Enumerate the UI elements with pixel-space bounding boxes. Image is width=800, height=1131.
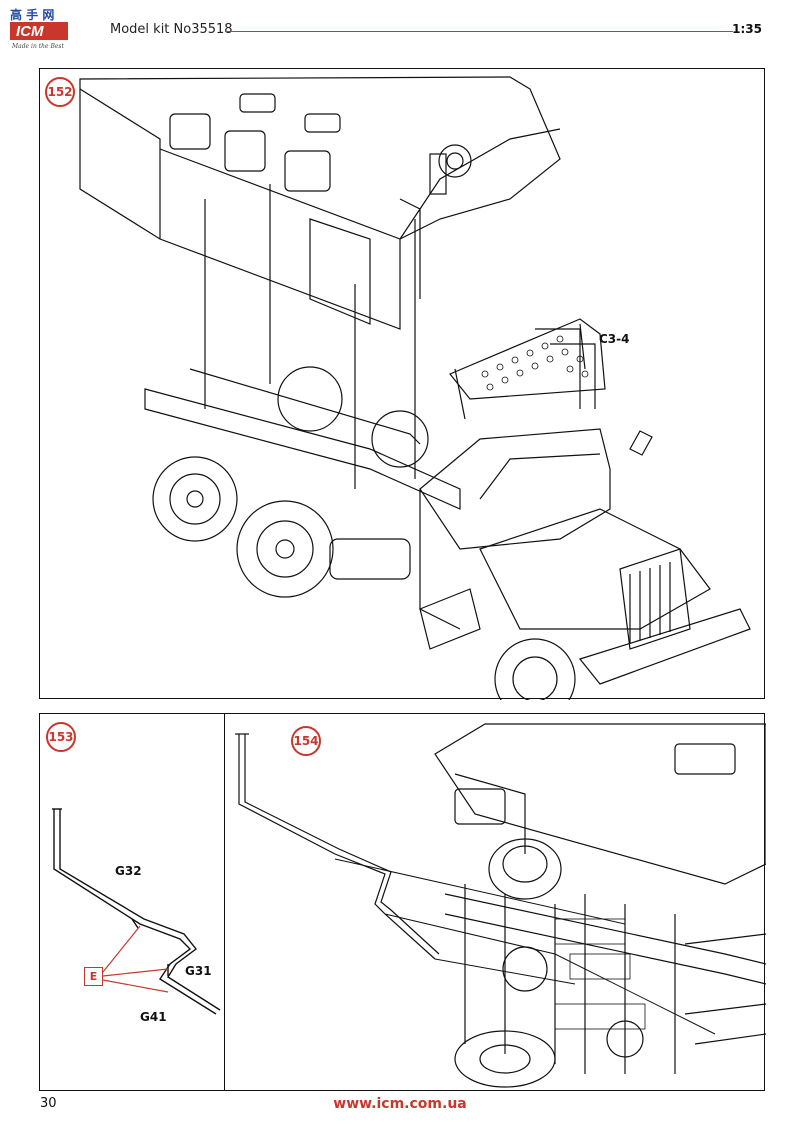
icm-logo: ICM 高 手 网 Made in the Best — [6, 6, 98, 50]
page-number: 30 — [40, 1096, 57, 1111]
part-label-g32: G32 — [115, 864, 142, 878]
scale-label: 1:35 — [732, 22, 762, 36]
header-rule — [225, 31, 733, 32]
step-153-illustration — [52, 808, 221, 1015]
glue-tag-leaders — [102, 925, 169, 993]
step-154-panel: 154 — [224, 713, 766, 1091]
svg-text:高 手 网: 高 手 网 — [10, 7, 54, 22]
step-152-illustration — [79, 76, 751, 700]
part-label-g41: G41 — [140, 1010, 167, 1024]
kit-number: Model kit No35518 — [110, 22, 233, 37]
part-label-g31: G31 — [185, 964, 212, 978]
step-154-illustration — [235, 723, 766, 1088]
step-number-153: 153 — [46, 722, 76, 752]
website-link[interactable]: www.icm.com.ua — [333, 1096, 467, 1112]
step-number-152: 152 — [45, 77, 75, 107]
part-label-c3-4: C3-4 — [599, 332, 630, 346]
step-152-panel: 152 C3-4 — [39, 68, 765, 700]
step-153-panel: 153 G32 G31 G41 E — [39, 713, 225, 1091]
glue-tag-e: E — [84, 967, 103, 986]
svg-text:ICM: ICM — [16, 23, 44, 40]
step-number-154: 154 — [291, 726, 321, 756]
svg-text:Made in the Best: Made in the Best — [11, 43, 64, 50]
icm-logo-graphic: ICM 高 手 网 Made in the Best — [10, 7, 68, 50]
